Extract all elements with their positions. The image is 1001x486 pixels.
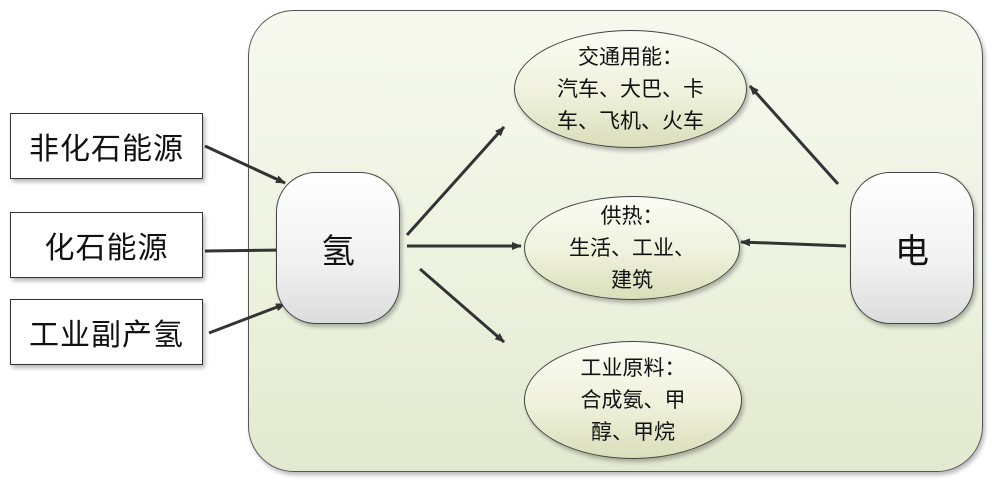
arrow-hydrogen-to-transport bbox=[405, 125, 506, 237]
use-title: 工业原料： bbox=[580, 356, 686, 380]
use-line: 车、飞机、火车 bbox=[557, 109, 704, 133]
use-line: 合成氨、甲 bbox=[580, 388, 686, 412]
arrow-byproduct-to-hydrogen bbox=[208, 302, 286, 335]
arrow-electricity-to-transport bbox=[748, 84, 840, 186]
source-label: 工业副产氢 bbox=[29, 318, 184, 353]
arrow-fossil-to-hydrogen bbox=[204, 246, 286, 255]
use-line: 醇、甲烷 bbox=[591, 420, 675, 444]
electricity-label: 电 bbox=[895, 231, 929, 272]
arrow-electricity-to-heating bbox=[740, 238, 847, 248]
use-title: 交通用能： bbox=[578, 45, 683, 69]
use-line: 生活、工业、 bbox=[569, 236, 695, 260]
hydrogen-label: 氢 bbox=[321, 231, 355, 272]
use-title: 供热： bbox=[600, 204, 664, 228]
electricity-node: 电 bbox=[850, 172, 974, 324]
use-line: 汽车、大巴、卡 bbox=[557, 77, 704, 101]
arrow-nonfossil-to-hydrogen bbox=[204, 144, 286, 185]
use-industrial-feedstock: 工业原料： 合成氨、甲 醇、甲烷 bbox=[524, 341, 742, 459]
source-fossil-energy: 化石能源 bbox=[10, 212, 203, 278]
source-label: 非化石能源 bbox=[29, 132, 184, 167]
use-transport-energy: 交通用能： 汽车、大巴、卡 车、飞机、火车 bbox=[514, 30, 747, 148]
source-non-fossil-energy: 非化石能源 bbox=[10, 113, 203, 179]
source-industrial-byproduct-hydrogen: 工业副产氢 bbox=[10, 299, 203, 365]
source-label: 化石能源 bbox=[44, 231, 169, 266]
arrow-hydrogen-to-industrial bbox=[419, 267, 505, 344]
hydrogen-node: 氢 bbox=[276, 172, 400, 324]
use-heating: 供热： 生活、工业、 建筑 bbox=[524, 196, 740, 300]
use-line: 建筑 bbox=[611, 268, 653, 292]
